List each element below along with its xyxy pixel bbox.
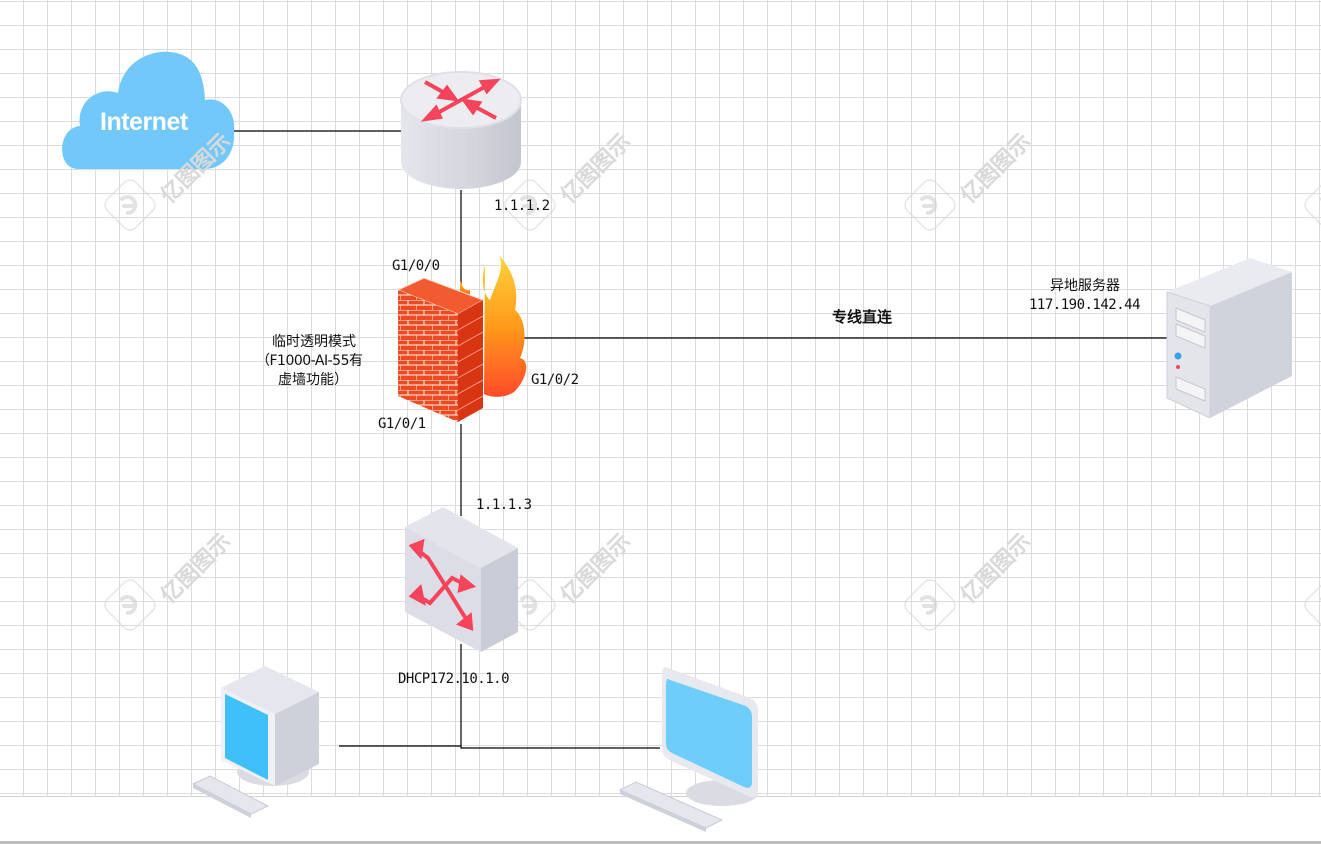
cloud-icon: [62, 51, 235, 169]
internet-label: Internet: [100, 108, 188, 136]
watermark-logo-icon: [104, 179, 156, 231]
router-ip-label: 1.1.1.2: [494, 198, 550, 214]
watermark-logo-icon: [1304, 179, 1321, 231]
watermark-logo-icon: [104, 579, 156, 631]
switch-ip-label: 1.1.1.3: [476, 497, 532, 513]
router-icon: [400, 71, 522, 189]
server-icon: [1166, 258, 1292, 419]
firewall-note-line-3: 虚墙功能）: [278, 372, 348, 388]
watermark-logo-icon: [504, 179, 556, 231]
firewall-port-bottom: G1/0/1: [378, 416, 426, 432]
watermark-logo-icon: [1304, 579, 1321, 631]
link-switch-pcs: [460, 644, 660, 749]
monitor-pc-icon: [618, 667, 758, 832]
firewall-port-top: G1/0/0: [392, 258, 440, 274]
link-label-dedicated-line: 专线直连: [832, 308, 893, 326]
canvas-border: [0, 841, 1321, 844]
switch-icon: [405, 507, 518, 652]
firewall-note-line-1: 临时透明模式: [272, 334, 356, 350]
watermark-logo-icon: [904, 579, 956, 631]
firewall-note-line-2: （F1000-AI-55有: [256, 353, 363, 369]
firewall-icon: [396, 255, 527, 422]
remote-server-name: 异地服务器: [1050, 278, 1120, 294]
watermark-logo-icon: [904, 179, 956, 231]
firewall-port-right: G1/0/2: [531, 372, 579, 388]
desktop-pc-icon: [191, 666, 319, 818]
remote-server-ip: 117.190.142.44: [1029, 297, 1141, 313]
switch-dhcp-label: DHCP172.10.1.0: [398, 671, 510, 687]
